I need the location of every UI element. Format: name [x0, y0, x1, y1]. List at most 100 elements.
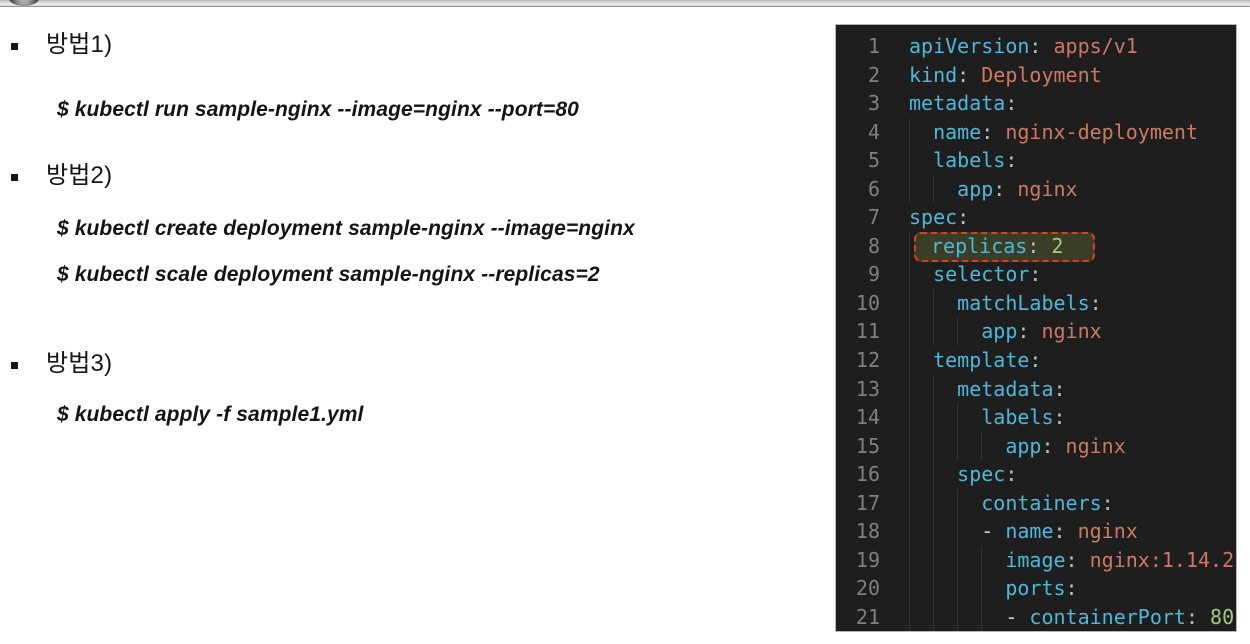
code-line: 12 template: [836, 346, 1236, 375]
code-line-content: metadata: [909, 89, 1236, 118]
line-number: 18 [855, 519, 880, 544]
yaml-colon-token: : [1041, 433, 1054, 458]
yaml-key-token: replicas [931, 233, 1028, 258]
indent-guide [933, 488, 935, 518]
yaml-key-token: spec [909, 205, 958, 230]
yaml-key-token: metadata [957, 376, 1054, 401]
yaml-key-token: metadata [909, 91, 1006, 116]
indent-guide [909, 574, 910, 603]
line-number: 6 [867, 176, 880, 201]
yaml-key-token: app [981, 319, 1018, 344]
yaml-key-token: labels [981, 405, 1054, 430]
yaml-key-token: template [933, 348, 1030, 373]
yaml-colon-token: : [1005, 91, 1018, 116]
yaml-key-token: matchLabels [957, 290, 1090, 315]
yaml-value-token: apps/v1 [1041, 34, 1138, 58]
yaml-key-token: kind [909, 62, 958, 87]
indent-guide [909, 317, 910, 347]
yaml-key-token: labels [933, 148, 1006, 173]
yaml-value-token: nginx [1029, 319, 1102, 344]
indent-guide [933, 374, 935, 404]
code-line-content: app: nginx [909, 317, 1236, 347]
indent-guide [909, 517, 910, 546]
code-line: 21 - containerPort: 80 [836, 602, 1236, 631]
line-number: 20 [855, 576, 880, 601]
yaml-colon-token: : [1065, 547, 1078, 572]
indent-guide [957, 431, 959, 461]
indent-guide [909, 488, 910, 518]
code-line-content: selector: [909, 260, 1236, 289]
replicas-annotation-highlight: replicas: 2 [914, 231, 1096, 262]
code-line: 2 kind: Deployment [836, 61, 1236, 90]
line-number: 15 [855, 433, 880, 458]
code-line: 6 app: nginx [836, 174, 1236, 204]
code-line-content: spec: [909, 460, 1236, 489]
yaml-colon-token: : [981, 119, 994, 144]
code-line: 13 metadata: [836, 374, 1236, 404]
code-line: 14 labels: [836, 403, 1236, 432]
code-line-content: labels: [909, 146, 1236, 175]
yaml-colon-token: : [1005, 462, 1018, 487]
yaml-key-token: name [1005, 519, 1054, 544]
indent-guide [909, 288, 910, 318]
line-number: 2 [867, 62, 880, 87]
yaml-key-token: app [1005, 433, 1042, 458]
yaml-colon-token: : [1089, 290, 1102, 315]
yaml-value-token: nginx-deployment [993, 119, 1199, 144]
indent-guide [957, 317, 959, 347]
line-number: 14 [855, 405, 880, 430]
yaml-colon-token: : [1185, 604, 1199, 629]
yaml-key-token: image [1005, 547, 1066, 572]
line-number: 17 [855, 490, 880, 515]
code-line: 18 - name: nginx [836, 517, 1236, 546]
indent-guide [933, 602, 935, 631]
indent-guide [909, 460, 910, 489]
line-number: 11 [855, 319, 880, 344]
indent-guide [909, 602, 910, 631]
indent-guide [909, 146, 910, 175]
indent-guide [909, 231, 910, 261]
yaml-key-token: ports [1005, 576, 1066, 601]
yaml-key-token: apiVersion [909, 34, 1030, 58]
indent-guide [933, 460, 935, 489]
code-line-content: app: nginx [909, 431, 1236, 461]
code-line: 17 containers: [836, 488, 1236, 518]
yaml-colon-token: : [1029, 348, 1042, 373]
yaml-colon-token: : [957, 62, 970, 87]
top-toolbar-strip [0, 0, 1250, 7]
code-line: 10 matchLabels: [836, 288, 1236, 318]
yaml-key-token: containerPort [1029, 604, 1186, 629]
yaml-colon-token: : [993, 176, 1006, 201]
code-line-content: replicas: 2 [909, 231, 1236, 262]
yaml-key-token: app [957, 176, 994, 201]
code-line-content: - name: nginx [909, 517, 1236, 546]
bullet-square-icon [11, 43, 18, 50]
yaml-key-token: name [933, 119, 982, 144]
method-3-label: 방법3) [46, 350, 113, 377]
bullet-square-icon [11, 362, 18, 369]
code-line: 4 name: nginx-deployment [836, 117, 1236, 147]
indent-guide [957, 545, 959, 575]
code-line-content: kind: Deployment [909, 61, 1236, 90]
indent-guide [909, 403, 910, 432]
method-2-label: 방법2) [46, 162, 113, 189]
indent-guide [909, 260, 910, 289]
code-line-content: template: [909, 346, 1236, 375]
yaml-colon-token: : [1065, 576, 1078, 601]
yaml-value-token: 2 [1039, 233, 1064, 258]
line-number: 12 [855, 348, 880, 373]
line-number: 5 [867, 148, 880, 173]
yaml-colon-token: : [1029, 34, 1042, 58]
method-2-command-2: $ kubectl scale deployment sample-nginx … [57, 263, 600, 286]
code-line: 19 image: nginx:1.14.2 [836, 545, 1236, 575]
indent-guide [933, 431, 935, 461]
indent-guide [933, 517, 935, 546]
partial-app-icon [9, 0, 39, 6]
code-line-content: matchLabels: [909, 288, 1236, 318]
code-line-content: name: nginx-deployment [909, 117, 1236, 147]
